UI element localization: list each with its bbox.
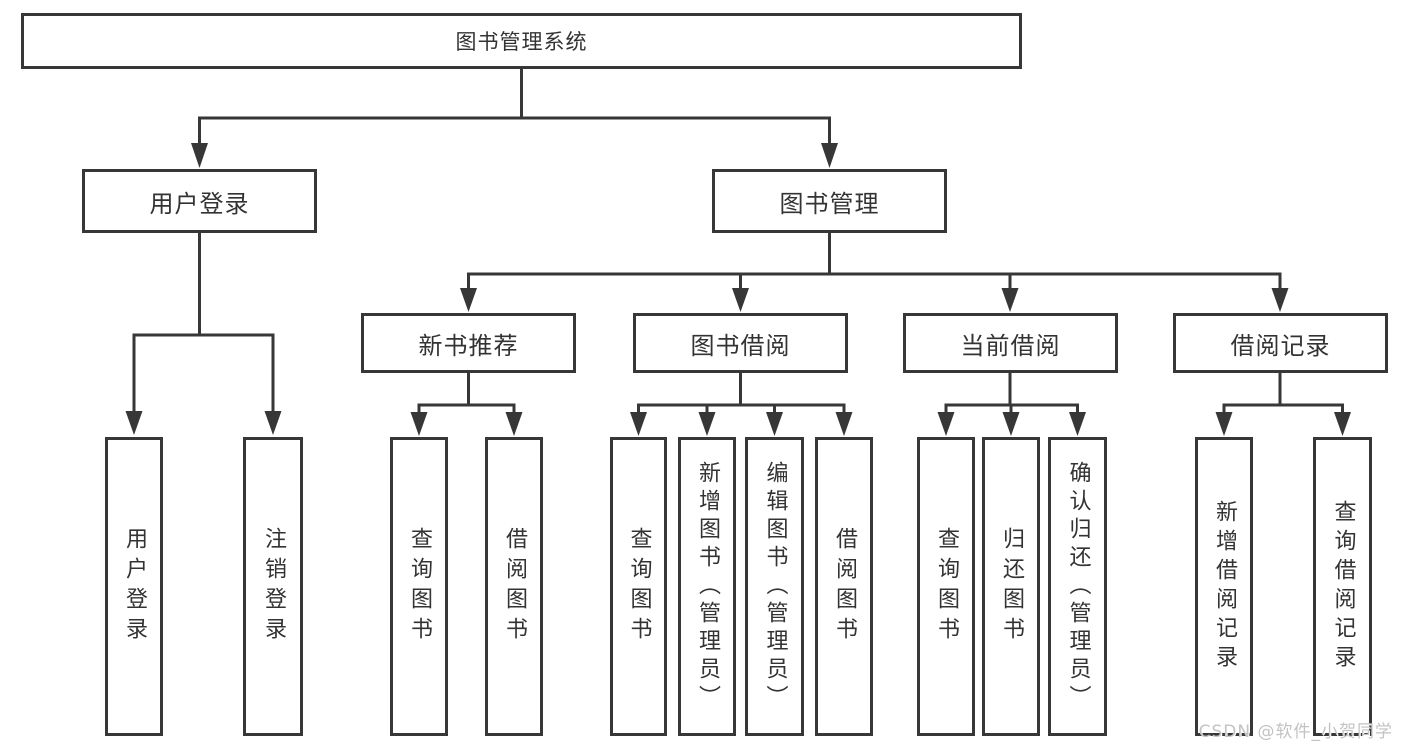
node-book-management: 图书管理 [712, 169, 947, 233]
node-label: 编辑图书（管理员） [762, 460, 788, 713]
arrowheads [125, 143, 1351, 436]
leaf-add-books-admin: 新增图书（管理员） [678, 437, 736, 736]
leaf-borrow-books-recommend: 借阅图书 [485, 437, 543, 736]
node-label: 注销登录 [261, 526, 286, 647]
node-label: 新书推荐 [418, 331, 519, 360]
leaf-add-borrow-record: 新增借阅记录 [1195, 437, 1253, 736]
leaf-query-borrow-record: 查询借阅记录 [1313, 437, 1372, 736]
node-label: 借阅图书 [832, 526, 857, 647]
node-label: 用户登录 [122, 526, 147, 647]
node-label: 查询图书 [407, 526, 432, 647]
node-library-management-system: 图书管理系统 [21, 13, 1022, 69]
leaf-logout: 注销登录 [243, 437, 303, 736]
node-label: 归还图书 [999, 526, 1024, 647]
node-label: 查询借阅记录 [1330, 499, 1356, 674]
node-label: 图书管理系统 [455, 30, 588, 54]
node-label: 借阅记录 [1230, 331, 1331, 360]
node-current-borrowing: 当前借阅 [903, 313, 1118, 373]
leaf-query-books-recommend: 查询图书 [390, 437, 448, 736]
csdn-watermark: CSDN @软件_小贺同学 [1198, 722, 1393, 742]
node-label: 图书管理 [779, 189, 880, 218]
node-borrowing-records: 借阅记录 [1173, 313, 1388, 373]
node-label: 当前借阅 [960, 331, 1061, 360]
node-label: 查询图书 [626, 526, 652, 647]
node-label: 确认归还（管理员） [1065, 460, 1091, 713]
node-label: 查询图书 [934, 526, 959, 647]
leaf-user-login: 用户登录 [105, 437, 163, 736]
node-label: 新增借阅记录 [1212, 499, 1237, 674]
node-label: 借阅图书 [502, 526, 527, 647]
node-book-borrowing: 图书借阅 [633, 313, 848, 373]
leaf-borrow-books-borrowing: 借阅图书 [815, 437, 873, 736]
node-new-book-recommend: 新书推荐 [361, 313, 576, 373]
node-label: 图书借阅 [690, 331, 791, 360]
node-user-login: 用户登录 [82, 169, 317, 233]
leaf-query-books-borrowing: 查询图书 [610, 437, 667, 736]
leaf-return-books: 归还图书 [982, 437, 1040, 736]
node-label: 新增图书（管理员） [695, 460, 720, 713]
leaf-confirm-return-admin: 确认归还（管理员） [1048, 437, 1107, 736]
node-label: 用户登录 [149, 189, 250, 218]
leaf-edit-books-admin: 编辑图书（管理员） [745, 437, 804, 736]
leaf-query-books-current: 查询图书 [917, 437, 975, 736]
